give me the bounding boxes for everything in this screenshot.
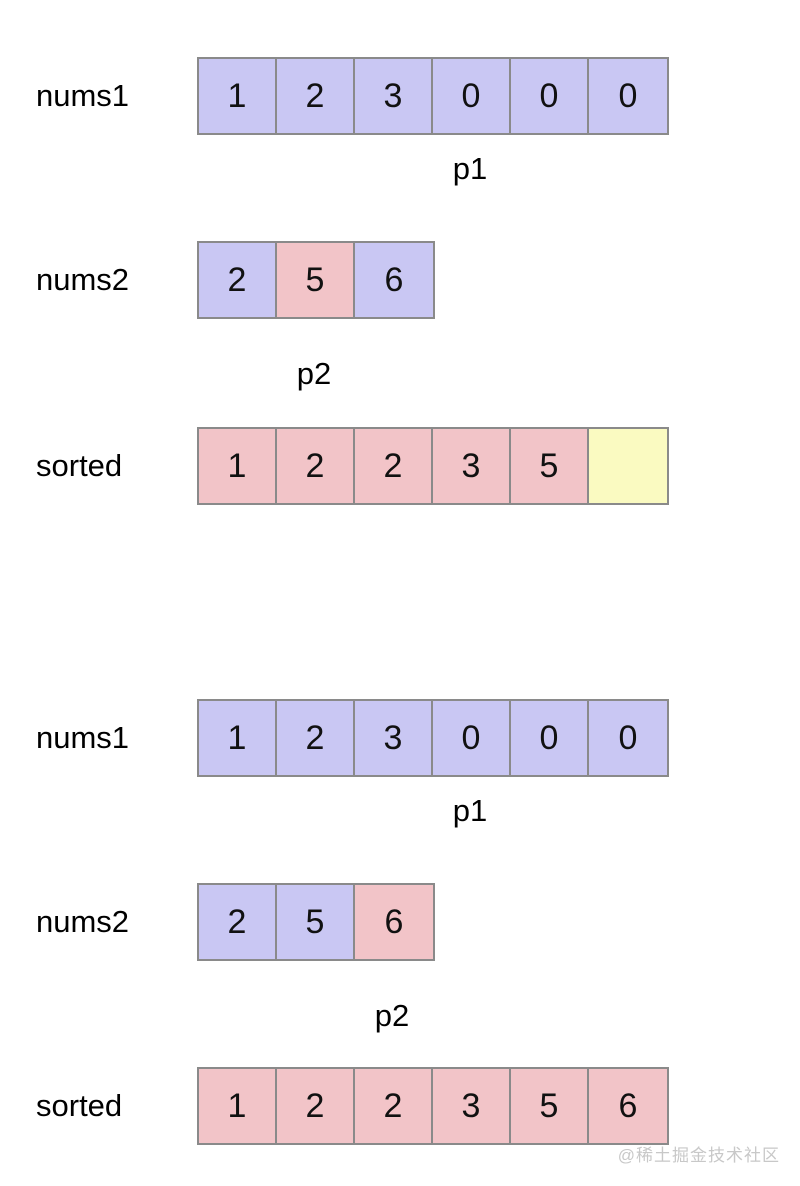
array-cell: 2 xyxy=(277,429,355,503)
watermark: @稀土掘金技术社区 xyxy=(617,1146,780,1165)
step-2-pointer-p1: p1 xyxy=(452,793,488,828)
array-cell: 2 xyxy=(277,59,355,133)
array-cell: 5 xyxy=(511,1069,589,1143)
array-cell: 5 xyxy=(511,429,589,503)
array-cell: 6 xyxy=(355,885,433,959)
array-cell: 1 xyxy=(199,1069,277,1143)
array-cell: 2 xyxy=(199,885,277,959)
array-cell: 0 xyxy=(433,701,511,775)
array-cell: 3 xyxy=(355,701,433,775)
array-cell: 3 xyxy=(433,429,511,503)
array-cell: 0 xyxy=(589,59,667,133)
step-2-label-sorted: sorted xyxy=(36,1088,123,1123)
array-cell: 1 xyxy=(199,429,277,503)
step-1-pointer-p1: p1 xyxy=(452,151,488,186)
array-cell xyxy=(589,429,667,503)
step-1-label-nums1: nums1 xyxy=(36,78,130,113)
array-cell: 5 xyxy=(277,243,355,317)
array-cell: 2 xyxy=(355,1069,433,1143)
array-cell: 6 xyxy=(355,243,433,317)
array-cell: 1 xyxy=(199,59,277,133)
array-cell: 5 xyxy=(277,885,355,959)
array-cell: 0 xyxy=(589,701,667,775)
array-cell: 0 xyxy=(511,701,589,775)
step-1-label-sorted: sorted xyxy=(36,448,123,483)
step-1-label-nums2: nums2 xyxy=(36,262,130,297)
step-2-label-nums1: nums1 xyxy=(36,720,130,755)
step-2-pointer-p2: p2 xyxy=(374,998,410,1033)
array-cell: 3 xyxy=(355,59,433,133)
step-1-pointer-p2: p2 xyxy=(296,356,332,391)
array-cell: 3 xyxy=(433,1069,511,1143)
array-cell: 2 xyxy=(355,429,433,503)
array-cell: 2 xyxy=(199,243,277,317)
array-cell: 0 xyxy=(511,59,589,133)
array-cell: 2 xyxy=(277,1069,355,1143)
step-2-label-nums2: nums2 xyxy=(36,904,130,939)
array-cell: 0 xyxy=(433,59,511,133)
array-cell: 2 xyxy=(277,701,355,775)
array-cell: 1 xyxy=(199,701,277,775)
array-cell: 6 xyxy=(589,1069,667,1143)
